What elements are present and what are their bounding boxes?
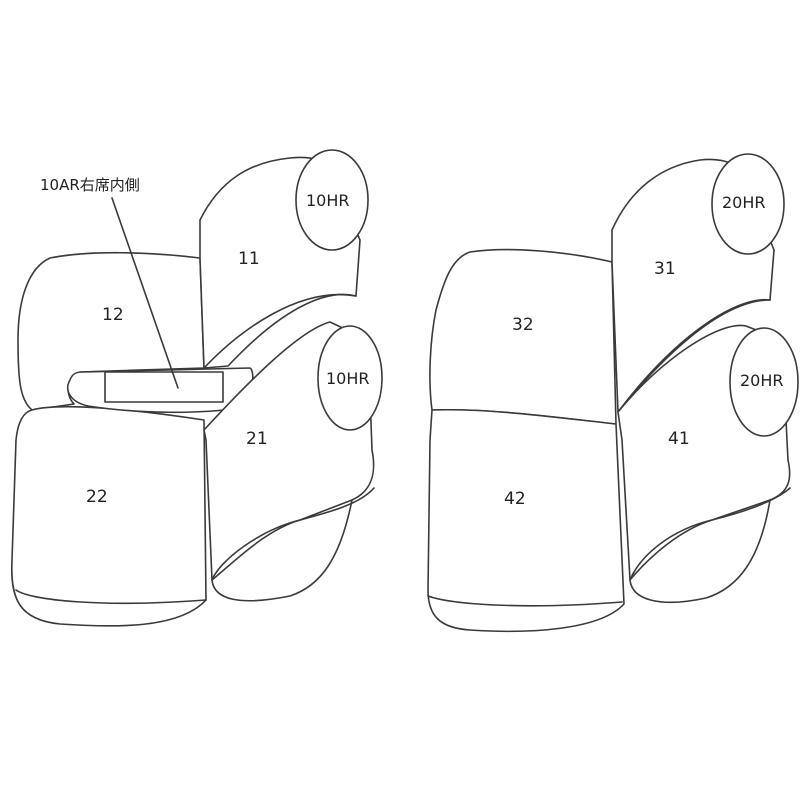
part-12-outline bbox=[17, 251, 205, 411]
headrest-10hr-upper-outline bbox=[295, 149, 369, 251]
part-11-seam bbox=[203, 293, 357, 369]
headrest-10hr-lower-label: 10HR bbox=[326, 369, 370, 388]
headrest-20hr-lower-label: 20HR bbox=[740, 371, 784, 390]
headrest-10hr-lower-outline bbox=[317, 325, 383, 431]
part-22-outline bbox=[10, 405, 207, 627]
part-42-seam bbox=[427, 595, 623, 607]
part-41-label: 41 bbox=[668, 429, 690, 449]
part-12-label: 12 bbox=[102, 305, 124, 325]
part-22-seam bbox=[15, 589, 207, 605]
part-21-seam-back bbox=[211, 499, 353, 602]
part-11-label: 11 bbox=[238, 249, 260, 269]
part-32-label: 32 bbox=[512, 315, 534, 335]
right-seat-set: 31 32 41 42 20HR 20HR bbox=[427, 153, 799, 633]
part-42-outline bbox=[427, 408, 625, 633]
headrest-10hr-upper-label: 10HR bbox=[306, 191, 350, 210]
part-21-seam-lower bbox=[211, 487, 375, 581]
part-22-label: 22 bbox=[86, 487, 108, 507]
callout-leader-line bbox=[111, 197, 179, 389]
part-31-label: 31 bbox=[654, 259, 676, 279]
part-42-label: 42 bbox=[504, 489, 526, 509]
part-41-seam-back bbox=[629, 499, 771, 604]
left-seat-set: 10AR右席内側 11 12 21 22 10HR 10HR bbox=[10, 149, 383, 627]
part-32-outline bbox=[429, 248, 617, 425]
headrest-20hr-lower-outline bbox=[729, 327, 799, 437]
armrest-inner-panel bbox=[104, 371, 224, 403]
headrest-20hr-upper-outline bbox=[711, 153, 785, 255]
part-41-seam-lower bbox=[629, 487, 791, 581]
part-21-label: 21 bbox=[246, 429, 268, 449]
callout-label: 10AR右席内側 bbox=[40, 176, 140, 194]
headrest-20hr-upper-label: 20HR bbox=[722, 193, 766, 212]
